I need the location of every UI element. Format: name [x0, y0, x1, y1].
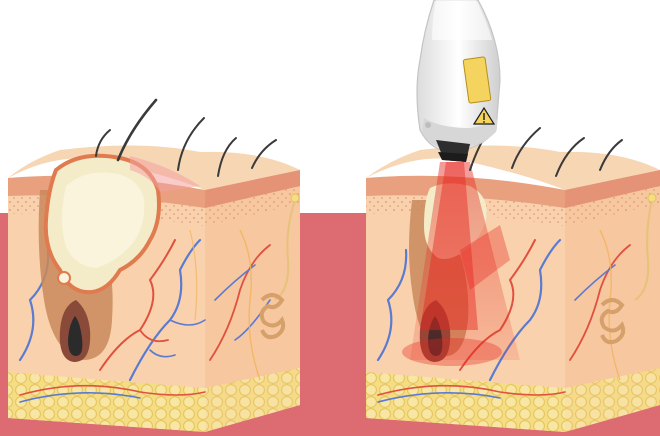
skin-block-untreated: [8, 100, 300, 432]
skin-block-laser-treated: [366, 120, 660, 432]
laser-device-icon: [417, 0, 500, 162]
